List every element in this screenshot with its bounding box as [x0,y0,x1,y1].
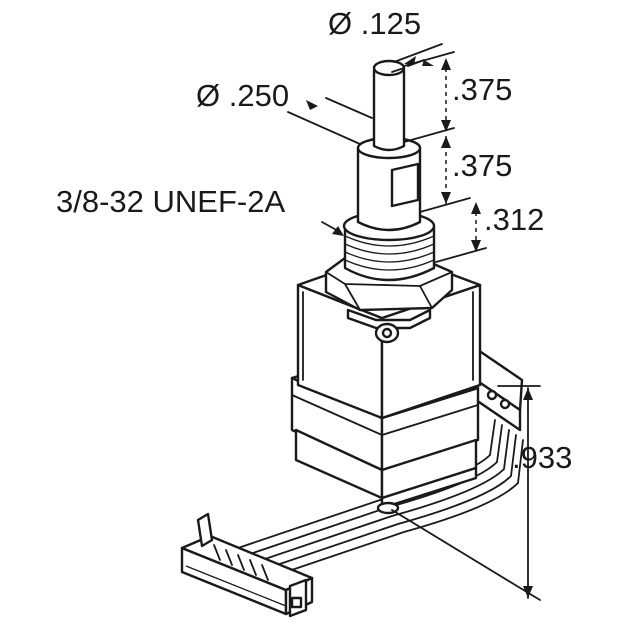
plain-bushing [356,136,422,232]
bushing-diameter-label: Ø .250 [196,78,290,113]
circuit-board [474,348,524,432]
dimension-lines [287,43,541,601]
thread-spec-label: 3/8-32 UNEF-2A [56,184,286,219]
ribbon-connector [180,512,314,618]
bushing-length-label: .312 [484,202,545,237]
body-height-label: .933 [512,440,573,475]
shaft [372,59,406,152]
shaft-diameter-label: Ø .125 [328,6,422,41]
shaft-flat-length-label: .375 [452,72,513,107]
shaft-length-label: .375 [452,148,513,183]
